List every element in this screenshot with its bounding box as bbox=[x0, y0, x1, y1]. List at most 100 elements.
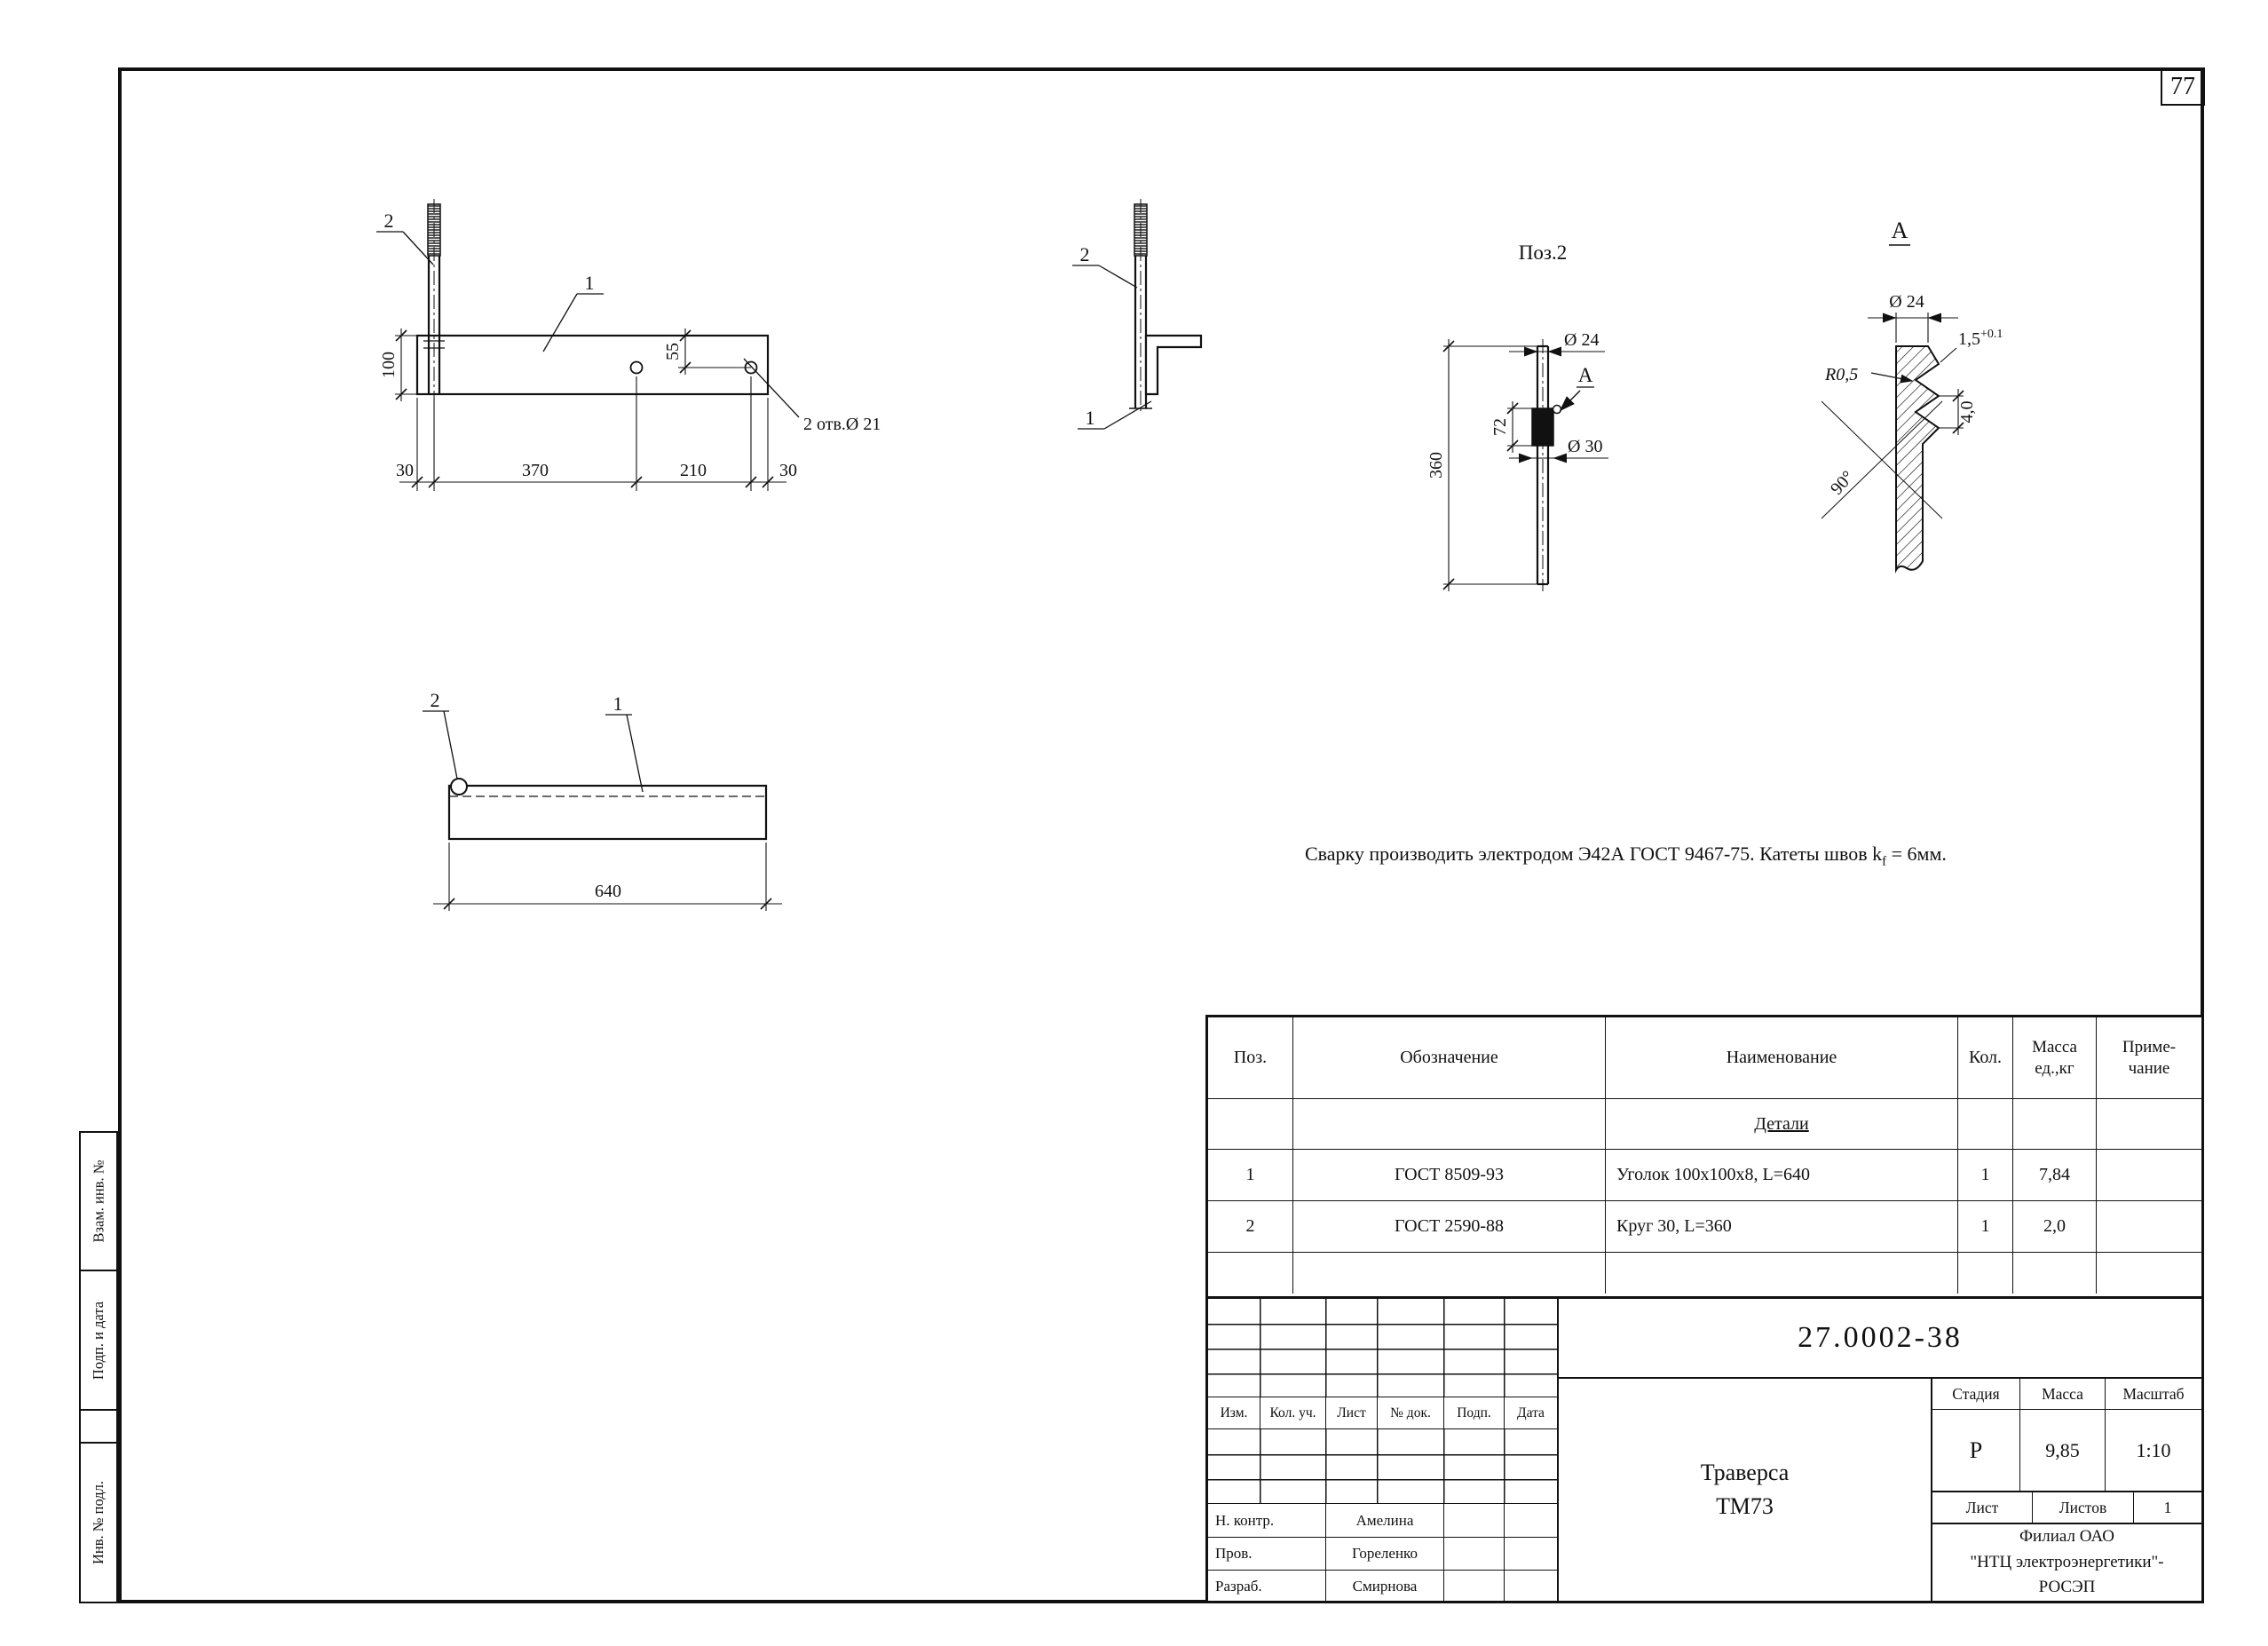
empty-cell bbox=[2013, 1253, 2097, 1294]
top-view: 2 1 640 bbox=[423, 689, 782, 911]
scale-header: Масштаб bbox=[2105, 1377, 2201, 1409]
company-line3: РОСЭП bbox=[2038, 1578, 2096, 1597]
side-view: 2 1 bbox=[1072, 199, 1203, 430]
sheets-count: 1 bbox=[2133, 1491, 2201, 1523]
weld-dot bbox=[1552, 404, 1562, 415]
section-a-title: А bbox=[1892, 218, 1908, 243]
signature-name: Смирнова bbox=[1325, 1570, 1443, 1602]
hole-left bbox=[629, 360, 644, 375]
document-number: 27.0002-38 bbox=[1557, 1299, 2201, 1377]
dim-angle-90: 90° bbox=[1827, 467, 1858, 499]
welding-note-text: Сварку производить электродом Э42А ГОСТ … bbox=[1305, 843, 1883, 865]
spec-row-designation: ГОСТ 2590-88 bbox=[1293, 1201, 1606, 1253]
section-a-detail: А Ø 24 1,5+0.1 R0,5 90° 4,0 bbox=[1821, 218, 2003, 574]
spec-row-pos: 2 bbox=[1208, 1201, 1293, 1253]
signature-sign-cell bbox=[1443, 1570, 1504, 1602]
empty-cell bbox=[1958, 1099, 2013, 1150]
empty-cell bbox=[1293, 1253, 1606, 1294]
revision-header-row: Изм. Кол. уч. Лист № док. Подп. Дата bbox=[1208, 1397, 1557, 1428]
revision-grid-top bbox=[1208, 1299, 1557, 1397]
signature-role: Разраб. bbox=[1208, 1570, 1325, 1602]
angle-face bbox=[415, 334, 770, 396]
spec-row-mass: 7,84 bbox=[2013, 1150, 2097, 1201]
title-block: Изм. Кол. уч. Лист № док. Подп. Дата Н. … bbox=[1205, 1296, 2204, 1603]
pos-label-rod: 2 bbox=[1080, 243, 1090, 265]
drawing-frame bbox=[118, 67, 2204, 1603]
pos2-title: Поз.2 bbox=[1519, 241, 1567, 264]
stage-value: Р bbox=[1931, 1409, 2019, 1491]
signature-sign-cell bbox=[1443, 1537, 1504, 1570]
spec-header-pos: Поз. bbox=[1208, 1017, 1293, 1099]
holes-leader bbox=[743, 358, 800, 418]
sheets-label: Листов bbox=[2032, 1491, 2133, 1523]
welding-note-tail: = 6мм. bbox=[1886, 843, 1947, 865]
collar bbox=[1531, 408, 1554, 447]
spec-row-qty: 1 bbox=[1958, 1150, 2013, 1201]
spec-section-title-text: Детали bbox=[1754, 1113, 1809, 1134]
revision-grid-middle bbox=[1208, 1428, 1557, 1504]
scale-value: 1:10 bbox=[2105, 1409, 2201, 1491]
signature-date-cell bbox=[1504, 1537, 1557, 1570]
dim-100: 100 bbox=[379, 352, 399, 378]
revision-header: № док. bbox=[1377, 1397, 1443, 1428]
dim-370: 370 bbox=[522, 461, 549, 480]
pos-label-rod: 2 bbox=[384, 210, 394, 232]
spec-header-note: Приме- чание bbox=[2097, 1017, 2201, 1099]
signature-role: Пров. bbox=[1208, 1537, 1325, 1570]
groove-width-tolerance: +0.1 bbox=[1980, 328, 2003, 341]
dim-dia24: Ø 24 bbox=[1564, 330, 1599, 350]
empty-cell bbox=[1606, 1253, 1958, 1294]
dim-dia24: Ø 24 bbox=[1889, 292, 1924, 312]
sheet-label: Лист bbox=[1931, 1491, 2032, 1523]
specification-table: Поз. Обозначение Наименование Кол. Масса… bbox=[1205, 1015, 2204, 1296]
front-view: 2 1 100 55 2 отв.Ø 21 30 370 210 30 bbox=[376, 199, 881, 491]
pos-label-angle: 1 bbox=[585, 272, 595, 294]
dim-640: 640 bbox=[595, 882, 621, 901]
spec-header-mass: Масса ед.,кг bbox=[2013, 1017, 2097, 1099]
signature-role: Н. контр. bbox=[1215, 1511, 1275, 1529]
spec-header-qty: Кол. bbox=[1958, 1017, 2013, 1099]
rod-end bbox=[450, 778, 468, 795]
welding-note: Сварку производить электродом Э42А ГОСТ … bbox=[1305, 842, 1947, 874]
revision-header: Дата bbox=[1504, 1397, 1557, 1428]
sheet-number: 77 bbox=[2170, 72, 2195, 100]
section-label-a: А bbox=[1578, 364, 1593, 386]
spec-row-mass: 2,0 bbox=[2013, 1201, 2097, 1253]
stamp-box-vzam-inv: Взам. инв. № bbox=[79, 1131, 118, 1271]
signature-sign-cell bbox=[1443, 1504, 1504, 1537]
empty-cell bbox=[1958, 1253, 2013, 1294]
signature-date-cell bbox=[1504, 1570, 1557, 1602]
spec-header-designation: Обозначение bbox=[1293, 1017, 1606, 1099]
company-line1: Филиал ОАО bbox=[2019, 1527, 2114, 1547]
signature-date-cell bbox=[1504, 1504, 1557, 1537]
dim-radius: R0,5 bbox=[1824, 365, 1858, 384]
dim-55: 55 bbox=[663, 343, 683, 360]
empty-cell bbox=[2013, 1099, 2097, 1150]
pos2-detail: Поз.2 Ø 24 А Ø 30 72 360 bbox=[1426, 241, 1608, 591]
spec-row-name: Уголок 100х100х8, L=640 bbox=[1606, 1150, 1958, 1201]
product-name-cell: Траверса ТМ73 bbox=[1557, 1377, 1931, 1601]
groove-profile bbox=[1895, 345, 1940, 574]
signature-name: Гореленко bbox=[1325, 1537, 1443, 1570]
revision-header: Лист bbox=[1325, 1397, 1377, 1428]
signature-rows: Н. контр. Амелина Пров. Гореленко Разраб… bbox=[1208, 1503, 1557, 1602]
dim-30-right: 30 bbox=[779, 461, 797, 480]
dim-210: 210 bbox=[680, 461, 707, 480]
pos-label-angle: 1 bbox=[613, 692, 623, 715]
angle-top bbox=[447, 784, 768, 841]
stage-header: Стадия bbox=[1931, 1377, 2019, 1409]
company-cell: Филиал ОАО "НТЦ электроэнергетики"- РОСЭ… bbox=[1931, 1523, 2201, 1601]
spec-header-name: Наименование bbox=[1606, 1017, 1958, 1099]
welding-note-subscript: f bbox=[1882, 854, 1887, 869]
empty-cell bbox=[2097, 1253, 2201, 1294]
product-name-line2: ТМ73 bbox=[1716, 1493, 1774, 1519]
pos-label-rod: 2 bbox=[431, 689, 440, 711]
revision-header: Изм. bbox=[1220, 1405, 1248, 1420]
empty-cell bbox=[2097, 1099, 2201, 1150]
dim-dia30: Ø 30 bbox=[1568, 437, 1602, 456]
dim-pitch: 4,0 bbox=[1957, 401, 1977, 423]
sheet-number-box: 77 bbox=[2161, 67, 2205, 106]
spec-row-note bbox=[2097, 1150, 2201, 1201]
